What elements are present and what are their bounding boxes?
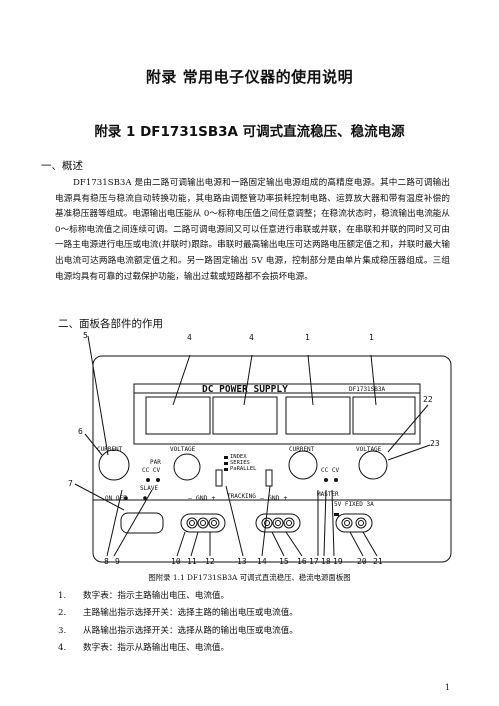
label-current-left: CURRENT (97, 446, 123, 453)
callout-5: 5 (83, 331, 88, 340)
callout-18: 18 (321, 557, 331, 566)
overview-text: DF1731SB3A 是由二路可调输出电源和一路固定输出电源组成的高精度电源。其… (55, 178, 450, 282)
display-window-3 (285, 396, 351, 435)
callout-1a: 1 (305, 333, 310, 342)
callout-10: 10 (171, 557, 181, 566)
section-heading-overview: 一、概述 (41, 160, 83, 172)
list-item: 4. 数字表：指示从路输出电压、电流值。 (58, 640, 298, 657)
knob-voltage-right (358, 450, 388, 480)
list-item: 2. 主路输出指示选择开关：选择主路的输出电压或电流值。 (58, 605, 298, 622)
label-voltage-right: VOLTAGE (356, 446, 382, 453)
section-heading-panel: 二、面板各部件的作用 (58, 318, 163, 330)
callout-4a: 4 (187, 333, 192, 342)
list-item-text: 数字表：指示从路输出电压、电流值。 (83, 643, 230, 654)
callout-9: 9 (115, 557, 120, 566)
label-tracking: TRACKING (227, 493, 256, 500)
callout-17: 17 (309, 557, 319, 566)
callout-23: 23 (430, 439, 440, 448)
label-voltage-left: VOLTAGE (170, 446, 196, 453)
callout-20: 20 (357, 557, 367, 566)
tracking-switch-2 (265, 469, 273, 487)
label-cc-cv-right: CC CV (321, 467, 339, 474)
callout-22: 22 (423, 395, 433, 404)
callout-4b: 4 (249, 333, 254, 342)
label-gnd-right: — GND + (260, 494, 287, 502)
callout-15: 15 (279, 557, 289, 566)
label-master: MASTER (317, 491, 339, 498)
terminal-group-right (335, 513, 373, 533)
panel-outline (92, 355, 452, 563)
callout-8: 8 (104, 557, 109, 566)
list-item-text: 数字表：指示主路输出电压、电流值。 (83, 591, 230, 601)
label-index: INDEX (230, 454, 247, 460)
list-item-number: 1. (58, 591, 67, 601)
label-fixed: 5V FIXED 3A (334, 501, 374, 508)
list-item-number: 4. (58, 643, 67, 654)
list-item-number: 2. (58, 608, 67, 619)
label-current-right: CURRENT (289, 446, 315, 453)
callout-13: 13 (237, 557, 247, 566)
label-series: SERIES (230, 460, 250, 466)
list-item: 3. 从路输出指示选择开关：选择从路的输出电压或电流值。 (58, 623, 298, 640)
list-item-number: 3. (58, 625, 67, 636)
label-on-off: ON OFF (105, 495, 127, 502)
terminal-group-left (180, 513, 226, 533)
panel-diagram: DC POWER SUPPLY DF1731SB3A CURRENT VOLTA… (68, 331, 452, 566)
label-par: PAR (150, 459, 161, 466)
list-item-text: 主路输出指示选择开关：选择主路的输出电压或电流值。 (83, 608, 298, 619)
callout-16: 16 (297, 557, 307, 566)
label-gnd-left: — GND + (188, 494, 215, 502)
callout-19: 19 (333, 557, 343, 566)
page-title: 附录 常用电子仪器的使用说明 (145, 68, 354, 86)
label-cc-cv-left: CC CV (142, 467, 160, 474)
terminal-group-mid (255, 513, 301, 533)
knob-voltage-left (173, 453, 201, 481)
knob-current-right (288, 450, 318, 480)
label-parallel: PaRALLEL (230, 466, 257, 472)
display-window-2 (212, 396, 278, 435)
callout-21: 21 (373, 557, 383, 566)
component-list: 1. 数字表：指示主路输出电压、电流值。 2. 主路输出指示选择开关：选择主路的输出… (58, 588, 298, 658)
overview-paragraph: DF1731SB3A 是由二路可调输出电源和一路固定输出电源组成的高精度电源。其… (55, 176, 450, 285)
callout-11: 11 (187, 557, 197, 566)
panel-title-label: DC POWER SUPPLY (202, 384, 288, 395)
callout-14: 14 (257, 557, 267, 566)
list-item-text: 从路输出指示选择开关：选择从路的输出电压或电流值。 (83, 625, 298, 636)
tracking-switch-1 (215, 469, 223, 487)
display-window-1 (145, 396, 211, 435)
power-switch (120, 512, 164, 534)
list-item: 1. 数字表：指示主路输出电压、电流值。 (58, 588, 298, 605)
display-window-4 (352, 396, 416, 435)
callout-7: 7 (68, 479, 73, 488)
appendix-subtitle: 附录 1 DF1731SB3A 可调式直流稳压、稳流电源 (94, 124, 405, 140)
callout-1b: 1 (369, 333, 374, 342)
figure-caption: 图附录 1.1 DF1731SB3A 可调式直流稳压、稳流电源面板图 (148, 573, 351, 582)
callout-6: 6 (78, 427, 83, 436)
callout-12: 12 (205, 557, 215, 566)
knob-current-left (98, 449, 130, 481)
panel-model-label: DF1731SB3A (349, 386, 386, 393)
page-number: 1 (444, 683, 450, 692)
label-slave: SLAVE (140, 485, 158, 492)
